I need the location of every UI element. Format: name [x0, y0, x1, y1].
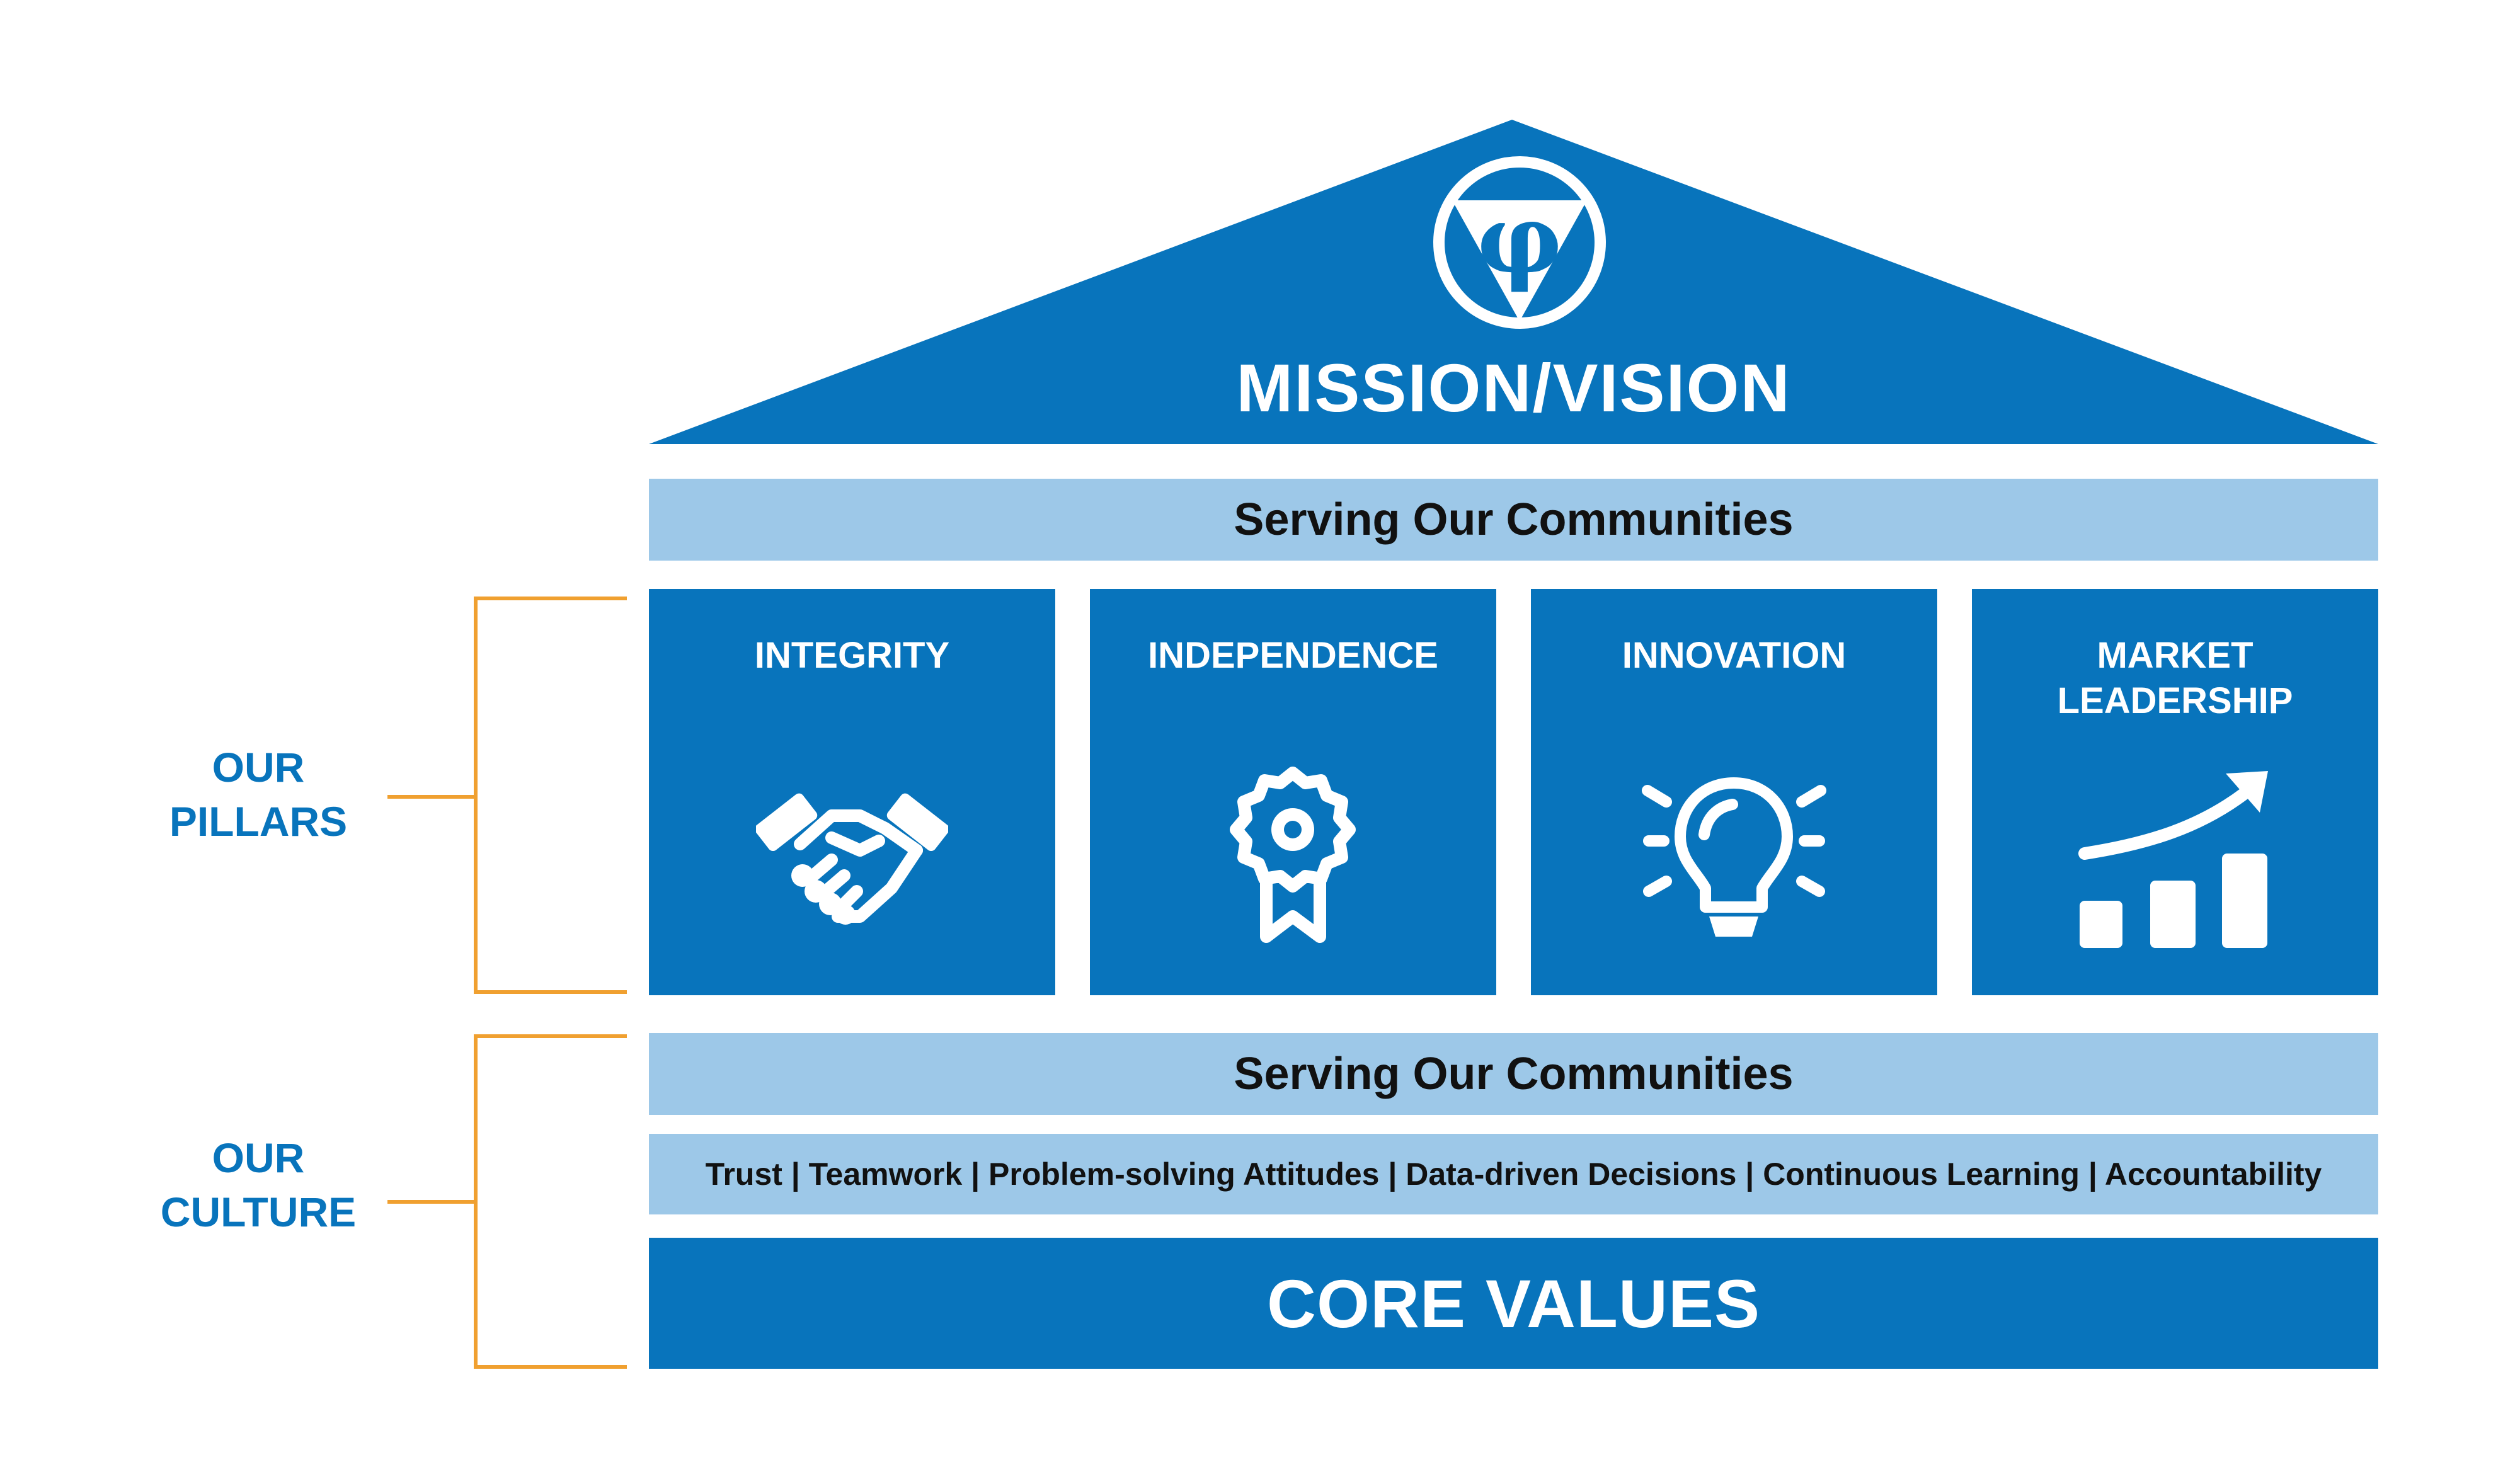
culture-values-list: Trust | Teamwork | Problem-solving Attit…	[649, 1134, 2378, 1214]
pillars-bracket	[387, 597, 627, 994]
our-pillars-label: OUR PILLARS	[169, 744, 348, 845]
growth-chart-icon	[2078, 771, 2268, 948]
serving-communities-band-top: Serving Our Communities	[649, 479, 2378, 561]
phi-triangle-logo: φ	[1433, 156, 1606, 329]
svg-text:φ: φ	[1477, 184, 1562, 295]
pillar-independence: INDEPENDENCE	[1090, 589, 1496, 995]
our-culture-label: OUR CULTURE	[160, 1134, 357, 1235]
pillar-label-market-leadership: MARKET LEADERSHIP	[2057, 635, 2293, 721]
culture-bracket	[387, 1034, 627, 1369]
pillar-label-independence: INDEPENDENCE	[1148, 635, 1438, 676]
lightbulb-icon	[1642, 777, 1826, 937]
serving-communities-band-culture: Serving Our Communities	[649, 1033, 2378, 1115]
pillar-market-leadership: MARKET LEADERSHIP	[1972, 589, 2378, 995]
pillar-label-innovation: INNOVATION	[1622, 635, 1847, 676]
pillar-integrity: INTEGRITY	[649, 589, 1055, 995]
pillar-innovation: INNOVATION	[1531, 589, 1937, 995]
pillar-label-integrity: INTEGRITY	[754, 635, 950, 676]
handshake-icon	[756, 793, 948, 925]
award-ribbon-icon	[1230, 767, 1356, 943]
mission-vision-title: MISSION/VISION	[1236, 349, 1791, 426]
core-values-foundation: CORE VALUES	[649, 1238, 2378, 1369]
